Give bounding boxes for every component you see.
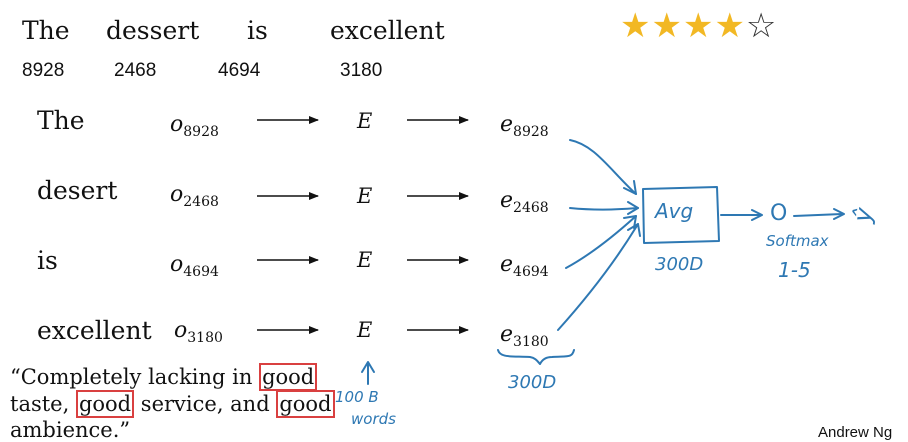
row-word-4: excellent [37, 316, 152, 345]
highlight-good-1: good [259, 363, 318, 391]
onehot-3: o4694 [170, 252, 219, 280]
blue-arrow-e1-to-avg [569, 139, 637, 195]
embedding-matrix-1: E [357, 109, 373, 133]
embedding-brace [497, 349, 575, 365]
corpus-size-label-line1: 100 B [335, 388, 379, 406]
embedding-dimension-label: 300D [508, 372, 557, 393]
arrow-output-to-yhat [793, 213, 843, 217]
sentence-word-3: is [247, 16, 268, 45]
blue-arrow-e4-to-avg [557, 223, 639, 331]
sentence-word-1: The [22, 16, 70, 45]
vocab-index-4: 3180 [340, 60, 383, 81]
vocab-index-2: 2468 [114, 60, 157, 81]
filled-stars-icon: ★★★★ [620, 6, 746, 46]
embedding-vector-3: e4694 [500, 252, 549, 280]
review-line-1: “Completely lacking in good [10, 363, 318, 391]
star-rating: ★★★★☆ [620, 6, 777, 46]
row-word-1: The [37, 106, 85, 135]
embedding-matrix-3: E [357, 248, 373, 272]
blue-arrow-e3-to-avg [565, 215, 637, 269]
review-line-2: taste, good service, and good [10, 390, 335, 418]
softmax-label: Softmax [766, 232, 829, 250]
embedding-vector-2: e2468 [500, 188, 549, 216]
embedding-matrix-2: E [357, 184, 373, 208]
highlight-good-3: good [276, 390, 335, 418]
vocab-index-1: 8928 [22, 60, 65, 81]
avg-dimension-label: 300D [655, 254, 704, 275]
avg-label: Avg [655, 199, 694, 223]
range-label: 1-5 [778, 258, 811, 282]
vocab-index-3: 4694 [218, 60, 261, 81]
avg-box [642, 186, 720, 244]
output-node: O [770, 201, 788, 226]
embedding-vector-1: e8928 [500, 112, 549, 140]
review-line-3: ambience.” [10, 418, 131, 442]
embedding-matrix-4: E [357, 318, 373, 342]
onehot-2: o2468 [170, 182, 219, 210]
blue-arrow-e2-to-avg [569, 207, 639, 211]
sentence-word-2: dessert [106, 16, 200, 45]
embedding-vector-4: e3180 [500, 322, 549, 350]
corpus-size-label-line2: words [351, 410, 396, 428]
onehot-4: o3180 [174, 318, 223, 346]
highlight-good-2: good [75, 390, 135, 418]
row-word-3: is [37, 246, 58, 275]
onehot-1: o8928 [170, 112, 219, 140]
sentence-word-4: excellent [330, 16, 445, 45]
empty-star-icon: ☆ [745, 6, 778, 46]
row-word-2: desert [37, 176, 118, 205]
author-credit: Andrew Ng [818, 424, 893, 441]
